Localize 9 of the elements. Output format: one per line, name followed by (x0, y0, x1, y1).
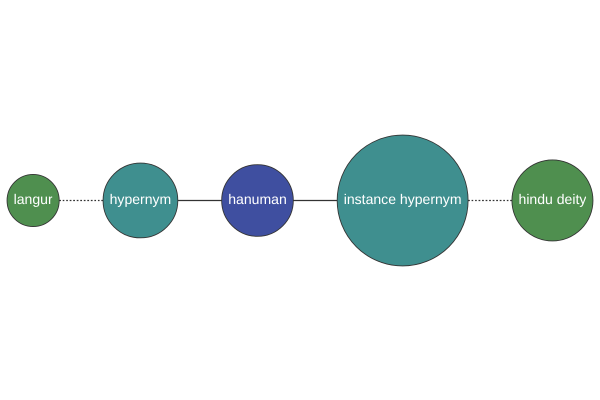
node-circle: langur (6, 173, 60, 227)
node-circle: hanuman (221, 164, 294, 236)
node-circle: hypernym (102, 162, 178, 238)
connector (178, 199, 222, 201)
node-circle: instance hypernym (336, 134, 469, 266)
connector (59, 199, 104, 201)
connector (293, 199, 338, 201)
connector (468, 199, 512, 201)
node-circle: hindu deity (512, 159, 594, 241)
